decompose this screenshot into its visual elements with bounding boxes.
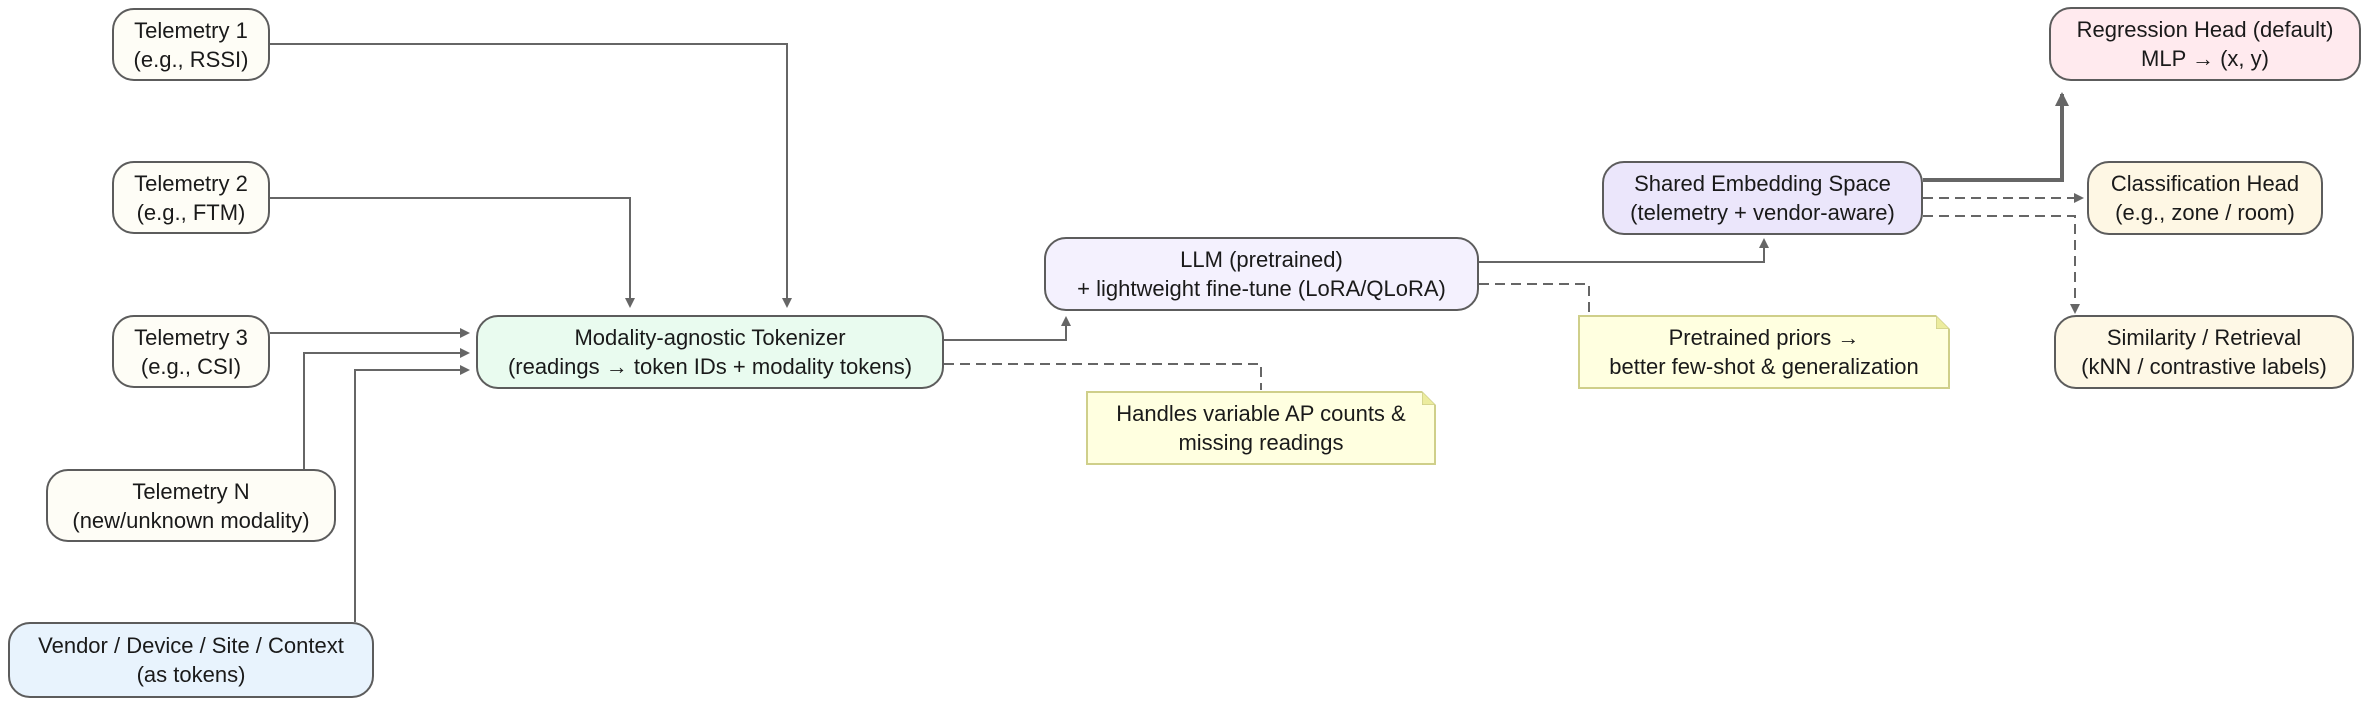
- vendor-context-node: Vendor / Device / Site / Context (as tok…: [8, 622, 374, 698]
- tokenizer-node: Modality-agnostic Tokenizer (readings → …: [476, 315, 944, 389]
- classification-head-subtitle: (e.g., zone / room): [2115, 200, 2295, 225]
- edge-telemetryN-tokenizer: [303, 348, 470, 470]
- tokenizer-note-line1: Handles variable AP counts &: [1116, 401, 1406, 426]
- llm-node: LLM (pretrained) + lightweight fine-tune…: [1044, 237, 1479, 311]
- vendor-context-subtitle: (as tokens): [136, 662, 246, 687]
- edge-telemetry1-tokenizer: [270, 43, 792, 308]
- telemetry3-title: Telemetry 3: [134, 324, 248, 350]
- telemetryN-title: Telemetry N: [132, 478, 250, 504]
- regression-head-node: Regression Head (default) MLP → (x, y): [2049, 7, 2361, 81]
- classification-head-title: Classification Head: [2110, 171, 2300, 196]
- telemetryN-node: Telemetry N (new/unknown modality): [46, 469, 336, 542]
- similarity-retrieval-subtitle: (kNN / contrastive labels): [2081, 354, 2327, 379]
- telemetry3-node: Telemetry 3 (e.g., CSI): [112, 315, 270, 388]
- edge-llm-embedding: [1479, 238, 1769, 263]
- edge-telemetry2-tokenizer: [270, 197, 635, 308]
- telemetry2-subtitle: (e.g., FTM): [136, 199, 246, 225]
- telemetry2-title: Telemetry 2: [134, 170, 248, 196]
- tokenizer-note: Handles variable AP counts & missing rea…: [1086, 391, 1436, 465]
- telemetry1-title: Telemetry 1: [134, 17, 248, 43]
- similarity-retrieval-title: Similarity / Retrieval: [2106, 325, 2302, 350]
- telemetry2-node: Telemetry 2 (e.g., FTM): [112, 161, 270, 234]
- telemetryN-subtitle: (new/unknown modality): [72, 507, 310, 533]
- edge-vendor-tokenizer: [354, 365, 470, 622]
- note-connector-llm: [1479, 283, 1590, 314]
- embedding-subtitle: (telemetry + vendor-aware): [1630, 200, 1895, 225]
- edge-embedding-similarity: [1923, 215, 2080, 314]
- tokenizer-subtitle: (readings → token IDs + modality tokens): [507, 354, 913, 379]
- telemetry3-subtitle: (e.g., CSI): [140, 353, 242, 379]
- similarity-retrieval-node: Similarity / Retrieval (kNN / contrastiv…: [2054, 315, 2354, 389]
- note-connector-tokenizer: [944, 363, 1262, 390]
- classification-head-node: Classification Head (e.g., zone / room): [2087, 161, 2323, 235]
- llm-title: LLM (pretrained): [1180, 247, 1343, 272]
- telemetry1-node: Telemetry 1 (e.g., RSSI): [112, 8, 270, 81]
- regression-head-subtitle: MLP → (x, y): [2141, 46, 2269, 71]
- note-fold-icon: [1422, 391, 1436, 405]
- edge-embedding-regression: [1923, 92, 2069, 182]
- llm-note: Pretrained priors → better few-shot & ge…: [1578, 315, 1950, 389]
- vendor-context-title: Vendor / Device / Site / Context: [38, 633, 344, 658]
- telemetry1-subtitle: (e.g., RSSI): [133, 46, 249, 72]
- tokenizer-title: Modality-agnostic Tokenizer: [574, 325, 846, 350]
- edge-tokenizer-llm: [944, 316, 1071, 341]
- embedding-title: Shared Embedding Space: [1634, 171, 1891, 196]
- llm-subtitle: + lightweight fine-tune (LoRA/QLoRA): [1077, 276, 1446, 301]
- tokenizer-note-line2: missing readings: [1178, 430, 1344, 455]
- llm-note-line2: better few-shot & generalization: [1609, 354, 1919, 379]
- llm-note-line1: Pretrained priors →: [1668, 325, 1860, 350]
- regression-head-title: Regression Head (default): [2076, 17, 2334, 42]
- note-fold-icon: [1936, 315, 1950, 329]
- embedding-node: Shared Embedding Space (telemetry + vend…: [1602, 161, 1923, 235]
